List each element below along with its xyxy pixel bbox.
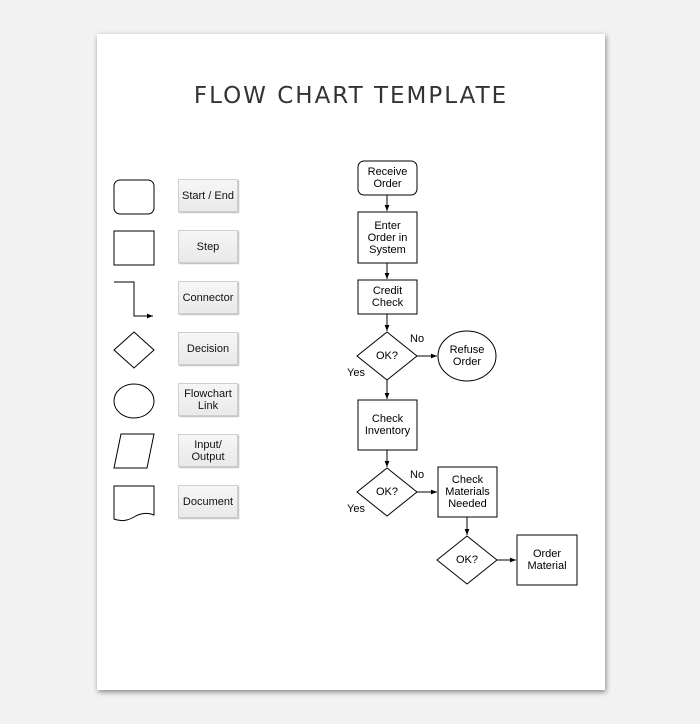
legend-label-document: Document <box>178 485 238 518</box>
ok-decision-1-text: OK? <box>375 350 398 362</box>
start-end-shape-icon <box>113 179 155 215</box>
step-shape-icon <box>113 230 155 266</box>
credit-check-text: Credit Check <box>371 285 404 309</box>
template-page: FLOW CHART TEMPLATE <box>97 34 605 690</box>
decision-shape-icon <box>113 331 155 369</box>
receive-order-text: Receive Order <box>367 166 408 190</box>
legend-label-connector: Connector <box>178 281 238 314</box>
ok-decision-3-node <box>436 535 498 585</box>
connector-shape-icon <box>114 281 153 319</box>
legend-label-input-output: Input/ Output <box>178 434 238 467</box>
refuse-order-node <box>437 330 497 382</box>
enter-order-text: Enter Order in System <box>367 219 408 256</box>
credit-check-node <box>357 279 418 315</box>
order-material-text: Order Material <box>527 548 567 572</box>
document-shape-icon <box>113 485 155 522</box>
legend-label-start-end: Start / End <box>178 179 238 212</box>
edge-label-no-1: No <box>410 333 425 345</box>
refuse-order-text: Refuse Order <box>449 344 485 368</box>
flowchart-link-shape-icon <box>113 383 155 419</box>
check-materials-text: Check Materials Needed <box>445 474 490 510</box>
legend-label-decision: Decision <box>178 332 238 365</box>
edge-label-yes-2: Yes <box>347 503 365 515</box>
check-inventory-text: Check Inventory <box>364 413 411 437</box>
page-title: FLOW CHART TEMPLATE <box>193 83 509 109</box>
ok-decision-3-text: OK? <box>455 554 478 566</box>
ok-decision-2-node <box>356 467 418 517</box>
edge-label-yes-1: Yes <box>347 367 365 379</box>
edge-label-no-2: No <box>410 469 425 481</box>
input-output-shape-icon <box>113 433 155 469</box>
order-material-node <box>516 534 578 586</box>
check-materials-node <box>437 466 498 518</box>
flowchart-canvas <box>113 160 578 586</box>
legend-label-step: Step <box>178 230 238 263</box>
ok-decision-2-text: OK? <box>375 486 398 498</box>
legend-label-flowchart-link: Flowchart Link <box>178 383 238 416</box>
